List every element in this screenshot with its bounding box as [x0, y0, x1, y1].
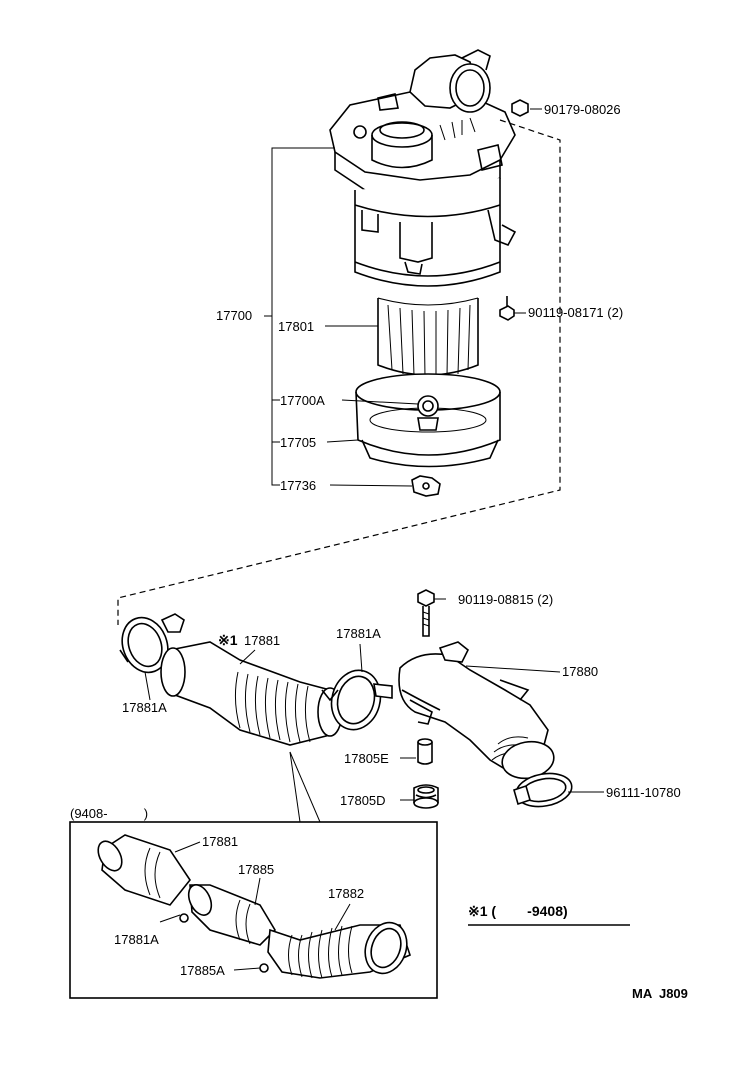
label-17881A-left: 17881A — [122, 700, 167, 715]
footnote-text: ※1 ( -9408) — [468, 903, 568, 919]
label-90119-08815: 90119-08815 (2) — [458, 592, 553, 607]
connection-dashed-line — [117, 119, 561, 625]
clamp-17736 — [411, 475, 441, 497]
label-90179-08026: 90179-08026 — [544, 102, 621, 117]
hose-17881 — [160, 641, 343, 746]
grommet-17805D-icon — [400, 784, 439, 809]
air-cleaner-cap-lower — [355, 373, 501, 468]
inset-range-label: (9408- ) — [70, 806, 148, 821]
intake-pipe-17880 — [398, 641, 555, 780]
inset-box — [69, 751, 438, 999]
label-17801: 17801 — [278, 319, 314, 334]
label-17700A: 17700A — [280, 393, 325, 408]
hose-clamp-17881A-right — [321, 669, 393, 731]
label-17736: 17736 — [280, 478, 316, 493]
hose-clamp-96111 — [513, 772, 573, 808]
label-17881A-top: 17881A — [336, 626, 381, 641]
bolt-90119-08815-icon — [417, 589, 446, 637]
label-96111-10780: 96111-10780 — [606, 785, 681, 800]
air-cleaner-cap — [329, 49, 516, 199]
leaders-middle — [144, 643, 604, 793]
air-filter-element — [377, 297, 479, 378]
diagram-code: MA J809 — [632, 986, 688, 1001]
label-17880: 17880 — [562, 664, 598, 679]
hose-clamp-17881A-left — [119, 613, 185, 674]
nut-90179-icon — [511, 99, 542, 117]
air-cleaner-case — [354, 178, 517, 287]
inset-label-17882: 17882 — [328, 886, 364, 901]
label-17881: 17881 — [244, 633, 280, 648]
inset-label-17885A: 17885A — [180, 963, 225, 978]
label-90119-08171: 90119-08171 (2) — [528, 305, 623, 320]
label-17881-mark: ※1 — [218, 632, 238, 648]
bolt-90119-08171-icon — [499, 296, 526, 321]
inset-label-17881: 17881 — [202, 834, 238, 849]
inset-label-17885: 17885 — [238, 862, 274, 877]
label-17805D: 17805D — [340, 793, 386, 808]
inset-label-17881A: 17881A — [114, 932, 159, 947]
collar-17805E-icon — [400, 738, 433, 765]
label-17700: 17700 — [216, 308, 252, 323]
group-bracket-17700 — [264, 147, 419, 487]
label-17805E: 17805E — [344, 751, 389, 766]
label-17705: 17705 — [280, 435, 316, 450]
